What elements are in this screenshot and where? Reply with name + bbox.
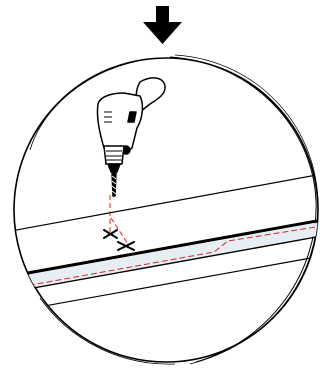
board-edge-lower bbox=[14, 255, 318, 315]
alignment-guide bbox=[19, 225, 318, 288]
board-edge-upper bbox=[14, 173, 318, 234]
x-marks bbox=[103, 229, 135, 251]
drill-guide-lines bbox=[109, 195, 129, 245]
down-arrow-icon bbox=[143, 6, 182, 44]
power-drill-icon bbox=[96, 77, 166, 197]
mounting-rail bbox=[14, 218, 318, 295]
magnifier-circle bbox=[13, 54, 319, 365]
